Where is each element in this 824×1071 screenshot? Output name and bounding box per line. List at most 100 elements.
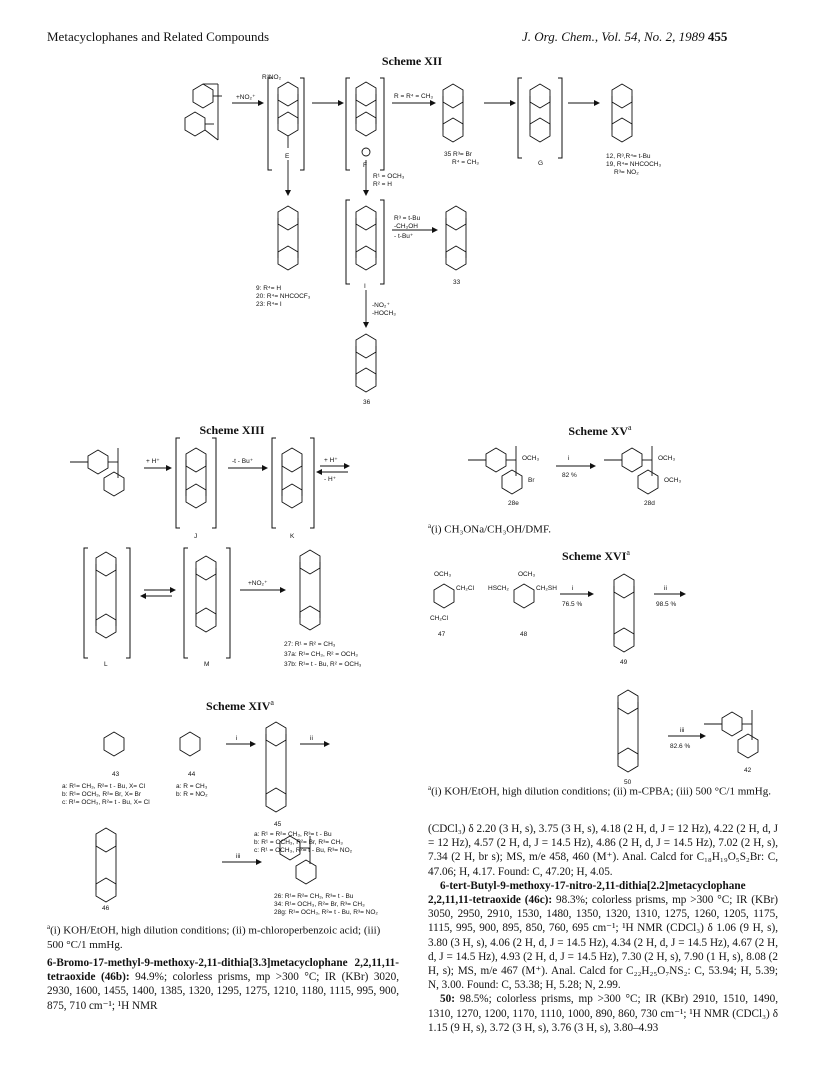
xii-c19b: R³= NO₂ bbox=[614, 169, 639, 176]
xii-cond-rch3: R = R⁴ = CH₃ bbox=[394, 93, 433, 100]
xii-r3no2: R³NO₂ bbox=[262, 74, 282, 81]
xiii-c37a: 37a: R¹= CH₃, R² = OCH₃ bbox=[284, 651, 358, 658]
xii-cond-tbu: - t-Bu⁺ bbox=[394, 233, 414, 240]
scheme-xii-start-cyclophane bbox=[184, 83, 222, 141]
scheme-xvi-title-text: Scheme XVI bbox=[562, 549, 627, 563]
journal-name: J. Org. Chem., bbox=[522, 29, 599, 44]
xii-F: F bbox=[363, 162, 367, 169]
xii-c23: 23: R⁴= I bbox=[256, 301, 282, 308]
left-column-text: 6-Bromo-17-methyl-9-methoxy-2,11-dithia[… bbox=[47, 956, 399, 1013]
xiv-b44: b: R = NO₂ bbox=[176, 791, 208, 798]
xii-cond-ch3oh: -CH₃OH bbox=[394, 223, 418, 230]
scheme-xiv-figure: 43 44 45 46 a: R¹= CH₃, R²= t - Bu, X= C… bbox=[62, 721, 378, 916]
scheme-xii-figure: R³NO₂ +NO₂⁺ E F R = R⁴ = CH₃ R¹ = OCH₃ R… bbox=[184, 74, 661, 406]
xiv-a44: a: R = CH₃ bbox=[176, 783, 208, 790]
scheme-xvi-footnote: a(i) KOH/EtOH, high dilution conditions;… bbox=[428, 781, 778, 799]
xiii-c27: 27: R¹ = R² = CH₃ bbox=[284, 641, 336, 648]
xiv-c26: 26: R¹= R²= CH₃, R³= t - Bu bbox=[274, 893, 354, 900]
xiii-L: L bbox=[104, 661, 108, 668]
xiv-c43: 43 bbox=[112, 771, 120, 778]
xv-pct: 82 % bbox=[562, 472, 577, 479]
xvi-ch2cl-a: CH₂Cl bbox=[456, 585, 475, 592]
xvi-ch2sh: CH₂SH bbox=[536, 585, 557, 592]
xvi-ii: ii bbox=[664, 585, 667, 592]
scheme-xvi-sup: a bbox=[626, 548, 630, 557]
page-number: 455 bbox=[707, 29, 728, 44]
compound-46c-title: 6-tert-Butyl-9-methoxy-17-nitro-2,11-dit… bbox=[428, 879, 746, 907]
scheme-xv-title: Scheme XVa bbox=[550, 423, 650, 439]
xii-G: G bbox=[538, 160, 543, 167]
xv-ome-right: OCH₃ bbox=[658, 455, 675, 462]
xiv-iii: iii bbox=[236, 853, 240, 860]
compound-46b-nmr: (CDCl₃) δ 2.20 (3 H, s), 3.75 (3 H, s), … bbox=[428, 823, 778, 878]
xiv-a45: a: R¹ = R²= CH₃, R³= t - Bu bbox=[254, 831, 332, 838]
running-header-left: Metacyclophanes and Related Compounds bbox=[47, 29, 270, 44]
compound-46c-paragraph: 6-tert-Butyl-9-methoxy-17-nitro-2,11-dit… bbox=[428, 879, 778, 993]
xvi-c47: 47 bbox=[438, 631, 446, 638]
xiv-c43c: c: R¹= OCH₃, R²= t - Bu, X= Cl bbox=[62, 799, 150, 806]
xvi-och3-a: OCH₃ bbox=[434, 571, 451, 578]
xiv-c28g: 28g: R¹= OCH₃, R²= t - Bu, R³= NO₂ bbox=[274, 909, 378, 916]
scheme-xiii-figure: + H⁺ -t - Bu⁺ + H⁺ - H⁺ J K L M +NO₂⁺ 27… bbox=[70, 437, 362, 668]
compound-50-paragraph: 50: 98.5%; colorless prisms, mp >300 °C;… bbox=[428, 992, 778, 1035]
xii-c12: 12, R³,R⁴= t-Bu bbox=[606, 153, 651, 160]
xvi-pct2: 98.5 % bbox=[656, 601, 676, 608]
scheme-xiv-footnote: a(i) KOH/EtOH, high dilution conditions;… bbox=[47, 920, 399, 952]
right-column-text: (CDCl₃) δ 2.20 (3 H, s), 3.75 (3 H, s), … bbox=[428, 822, 778, 1035]
scheme-xv-footnote-mark: a bbox=[428, 522, 432, 530]
xvi-c50: 50 bbox=[624, 779, 632, 786]
xvi-c42: 42 bbox=[744, 767, 752, 774]
xiv-c34: 34: R¹= OCH₃, R²= Br, R³= CH₃ bbox=[274, 901, 365, 908]
scheme-xiii-title: Scheme XIII bbox=[199, 423, 265, 437]
xii-cond-r2: R² = H bbox=[373, 181, 392, 188]
xvi-c48: 48 bbox=[520, 631, 528, 638]
xvi-och3-b: OCH₃ bbox=[518, 571, 535, 578]
scheme-xii-title: Scheme XII bbox=[381, 54, 443, 68]
xii-c36: 36 bbox=[363, 399, 371, 406]
xiv-i: i bbox=[236, 735, 237, 742]
xii-cond-hoch3: -HOCH₃ bbox=[372, 310, 396, 317]
xiv-b43: b: R¹= OCH₃, R²= Br, X= Br bbox=[62, 791, 142, 798]
xvi-pct1: 76.5 % bbox=[562, 601, 582, 608]
compound-46b-body: 94.9%; colorless prisms, mp >300 °C; IR … bbox=[47, 971, 400, 1012]
scheme-xv-footnote-text: (i) CH₃ONa/CH₃OH/DMF. bbox=[431, 523, 551, 536]
xiv-c46: 46 bbox=[102, 905, 110, 912]
xiv-ii: ii bbox=[310, 735, 313, 742]
xiv-c45c: c: R¹ = OCH₃, R²= t - Bu, R³= NO₂ bbox=[254, 847, 353, 854]
xii-I: I bbox=[364, 283, 366, 290]
xiii-no2: +NO₂⁺ bbox=[248, 580, 268, 587]
xiv-c45: 45 bbox=[274, 821, 282, 828]
xii-E: E bbox=[285, 153, 290, 160]
xii-cond-no2: -NO₂⁺ bbox=[372, 302, 390, 309]
xiii-J: J bbox=[194, 533, 197, 540]
xv-br: Br bbox=[528, 477, 535, 484]
xv-c28e: 28e bbox=[508, 500, 519, 507]
xv-ome-left: OCH₃ bbox=[522, 455, 539, 462]
scheme-xv-sup: a bbox=[628, 423, 632, 432]
scheme-xv-title-text: Scheme XV bbox=[568, 424, 629, 438]
xiv-c44: 44 bbox=[188, 771, 196, 778]
xvi-i: i bbox=[572, 585, 573, 592]
xiii-M: M bbox=[204, 661, 209, 668]
compound-50-title: 50: bbox=[440, 993, 455, 1006]
xii-c20: 20: R⁴= NHCOCF₃ bbox=[256, 293, 311, 300]
xii-c19: 19, R⁴= NHCOCH₃ bbox=[606, 161, 661, 168]
xiii-h: + H⁺ bbox=[146, 458, 160, 465]
xiii-c37b: 37b: R¹= t - Bu, R² = OCH₃ bbox=[284, 661, 362, 668]
xvi-ch2cl-b: CH₂Cl bbox=[430, 615, 449, 622]
scheme-xiv-sup: a bbox=[270, 698, 274, 707]
xv-c28d: 28d bbox=[644, 500, 655, 507]
scheme-xiv-title: Scheme XIVa bbox=[190, 698, 290, 714]
xii-c35b: R⁴ = CH₃ bbox=[452, 159, 479, 166]
xii-c35a: 35 R³= Br bbox=[444, 151, 473, 158]
compound-46b-title: 6-Bromo-17-methyl-9-methoxy-2,11-dithia[… bbox=[47, 957, 399, 984]
scheme-xiv-footnote-mark: a bbox=[47, 923, 51, 931]
xiii-hmm: - H⁺ bbox=[324, 476, 337, 483]
xvi-pct3: 82.6 % bbox=[670, 743, 690, 750]
xvi-hsch2: HSCH₂ bbox=[488, 585, 509, 592]
running-header-right: J. Org. Chem., Vol. 54, No. 2, 1989 455 bbox=[522, 29, 727, 45]
compound-50-body: 98.5%; colorless prisms, mp >300 °C; IR … bbox=[428, 993, 778, 1034]
scheme-xvi-footnote-text: (i) KOH/EtOH, high dilution conditions; … bbox=[431, 785, 772, 798]
xiii-K: K bbox=[290, 533, 295, 540]
xiv-a43: a: R¹= CH₃, R²= t - Bu, X= Cl bbox=[62, 783, 146, 790]
